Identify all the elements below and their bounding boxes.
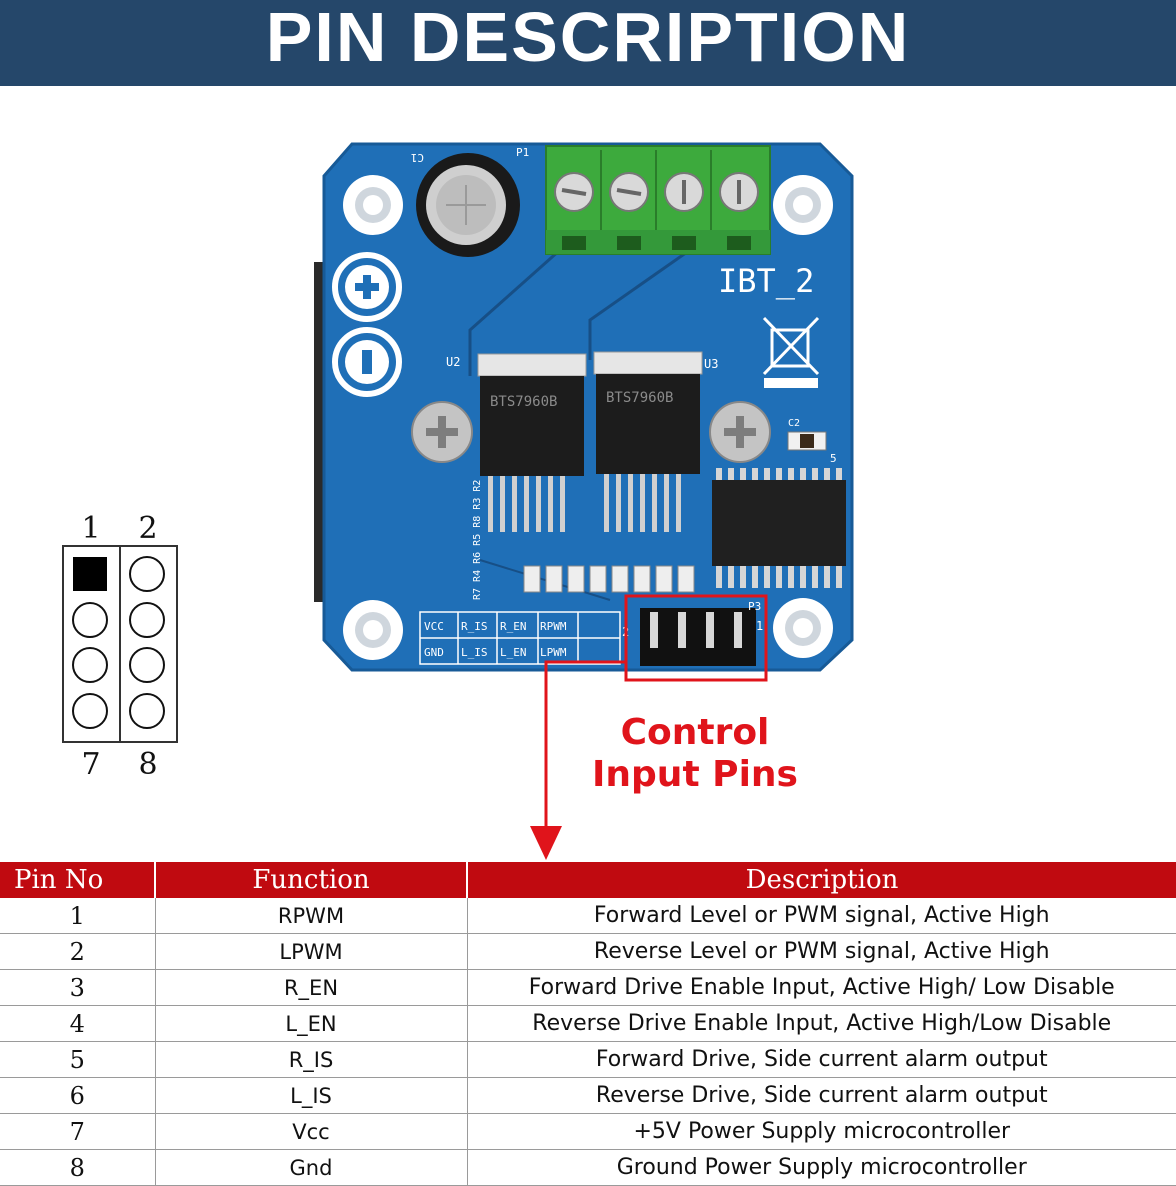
plus-icon: [332, 252, 402, 322]
recycle-bin-icon: [762, 316, 820, 388]
pin-number: 1: [0, 898, 155, 934]
round-pin-icon: [72, 647, 108, 683]
callout-line-1: Control: [620, 712, 770, 753]
silk-vcc: VCC: [424, 620, 444, 633]
u3-label: U3: [704, 357, 718, 371]
c1-label: C1: [411, 151, 424, 164]
round-pin-icon: [72, 693, 108, 729]
heatsink-edge: [314, 262, 324, 602]
table-row: 6 L_IS Reverse Drive, Side current alarm…: [0, 1077, 1176, 1114]
pin-number: 6: [0, 1077, 155, 1114]
resistor-array: [523, 565, 695, 593]
pin-diagram-label-2: 2: [138, 511, 157, 546]
pin-number: 5: [0, 1041, 155, 1078]
p1-label: P1: [516, 146, 529, 159]
pin-function: R_IS: [154, 1041, 467, 1078]
arrow-down-icon: [530, 826, 562, 860]
pin-diagram-label-8: 8: [138, 747, 157, 782]
silk-rpwm: RPWM: [540, 620, 567, 633]
round-pin-icon: [129, 693, 165, 729]
silk-gnd: GND: [424, 646, 444, 659]
callout-line-2: Input Pins: [592, 754, 798, 795]
pin-function: RPWM: [154, 898, 467, 934]
header-function: Function: [154, 862, 467, 898]
pin-description-table: Pin No Function Description 1 RPWM Forwa…: [0, 862, 1176, 1186]
table-row: 7 Vcc +5V Power Supply microcontroller: [0, 1113, 1176, 1150]
screw-icon: [709, 401, 771, 463]
screw-icon: [411, 401, 473, 463]
silk-l-en: L_EN: [500, 646, 527, 659]
pin-function: LPWM: [154, 933, 467, 970]
pin-number: 3: [0, 969, 155, 1006]
mount-hole-icon: [773, 175, 833, 235]
pin-function: L_EN: [154, 1005, 467, 1042]
minus-icon: [332, 327, 402, 397]
pin-diagram-label-7: 7: [81, 747, 100, 782]
table-row: 1 RPWM Forward Level or PWM signal, Acti…: [0, 898, 1176, 934]
pin-number: 4: [0, 1005, 155, 1042]
driver-chip-u2: [477, 353, 587, 532]
silkscreen-pin-labels: [419, 611, 621, 665]
pin-description: Reverse Drive Enable Input, Active High/…: [466, 1005, 1176, 1042]
header-pin-no: Pin No: [0, 862, 155, 898]
round-pin-icon: [129, 602, 165, 638]
driver-chip-u3: [593, 351, 703, 532]
pin-description: Forward Level or PWM signal, Active High: [466, 898, 1176, 934]
callout-arrow-line: [544, 660, 626, 830]
u3-part-number: BTS7960B: [606, 390, 673, 406]
pin-function: Vcc: [154, 1113, 467, 1150]
model-label: IBT_2: [718, 262, 814, 300]
capacitor: [416, 153, 520, 257]
logic-chip: [712, 468, 846, 588]
pin-number: 8: [0, 1149, 155, 1186]
pin-description: Ground Power Supply microcontroller: [466, 1149, 1176, 1186]
pin-description: Forward Drive, Side current alarm output: [466, 1041, 1176, 1078]
pin-number: 7: [0, 1113, 155, 1150]
pin-function: L_IS: [154, 1077, 467, 1114]
u2-part-number: BTS7960B: [490, 394, 557, 410]
pin-description: Forward Drive Enable Input, Active High/…: [466, 969, 1176, 1006]
round-pin-icon: [129, 556, 165, 592]
pin-diagram-label-1: 1: [81, 511, 100, 546]
round-pin-icon: [129, 647, 165, 683]
round-pin-icon: [72, 602, 108, 638]
pin-function: R_EN: [154, 969, 467, 1006]
silk-l-is: L_IS: [461, 646, 488, 659]
table-row: 8 Gnd Ground Power Supply microcontrolle…: [0, 1149, 1176, 1186]
table-row: 3 R_EN Forward Drive Enable Input, Activ…: [0, 969, 1176, 1006]
c2-label: C2: [788, 418, 800, 429]
mount-hole-icon: [773, 598, 833, 658]
control-pins-callout: Control Input Pins: [560, 712, 830, 796]
silk-r-is: R_IS: [461, 620, 488, 633]
table-header-row: Pin No Function Description: [0, 862, 1176, 898]
table-row: 5 R_IS Forward Drive, Side current alarm…: [0, 1041, 1176, 1078]
pin-number: 2: [0, 933, 155, 970]
silk-r-en: R_EN: [500, 620, 527, 633]
header-description: Description: [466, 862, 1176, 898]
p3-label: P3: [748, 600, 761, 613]
silk-lpwm: LPWM: [540, 646, 567, 659]
pin-description: +5V Power Supply microcontroller: [466, 1113, 1176, 1150]
table-row: 2 LPWM Reverse Level or PWM signal, Acti…: [0, 933, 1176, 970]
pin-function: Gnd: [154, 1149, 467, 1186]
table-row: 4 L_EN Reverse Drive Enable Input, Activ…: [0, 1005, 1176, 1042]
screw-terminal-block: [545, 145, 771, 255]
pin-description: Reverse Drive, Side current alarm output: [466, 1077, 1176, 1114]
highlight-box: [624, 594, 768, 682]
pin-diagram: [62, 545, 178, 743]
u2-label: U2: [446, 355, 460, 369]
pin-description: Reverse Level or PWM signal, Active High: [466, 933, 1176, 970]
module-illustration: C1 P1 IBT_2 U2: [62, 142, 854, 860]
resistor-refs: R7 R4 R6 R5 R8 R3 R2: [472, 480, 483, 600]
u5-label: 5: [830, 452, 837, 465]
page-title: PIN DESCRIPTION: [0, 0, 1176, 86]
square-pin-icon: [73, 557, 107, 591]
mount-hole-icon: [343, 600, 403, 660]
mount-hole-icon: [343, 175, 403, 235]
pin-header: [640, 608, 756, 666]
header-num-right: 1: [756, 619, 763, 633]
